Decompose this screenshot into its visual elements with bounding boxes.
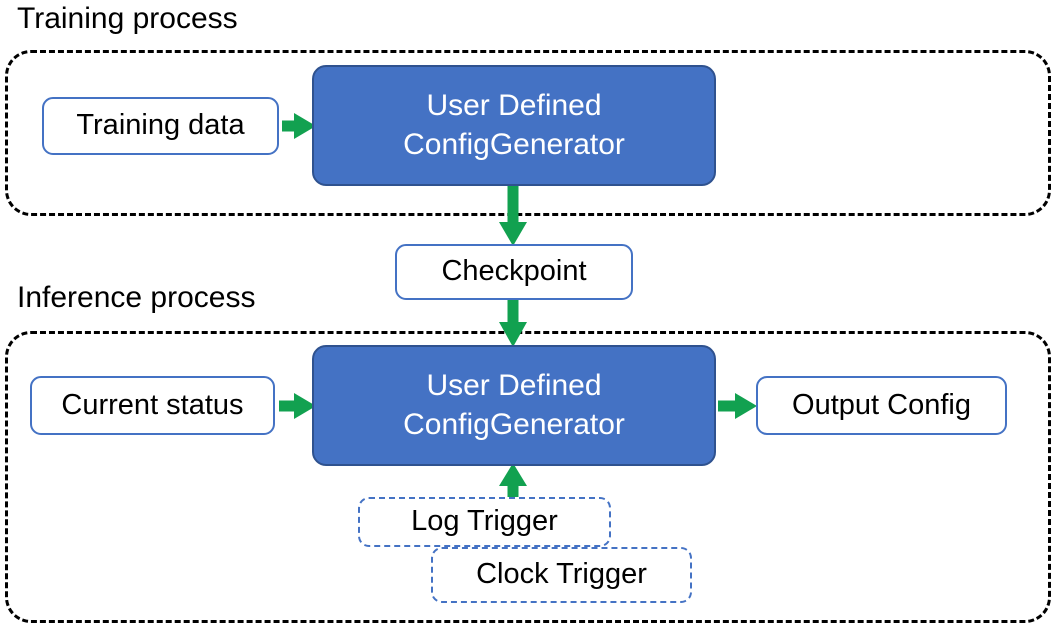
node-output-config[interactable]: Output Config — [756, 376, 1007, 435]
node-clock-trigger[interactable]: Clock Trigger — [431, 547, 692, 603]
node-label-line2: ConfigGenerator — [403, 127, 625, 161]
node-label-line1: User Defined — [426, 89, 602, 123]
training-process-heading: Training process — [17, 2, 238, 35]
node-label-line2: ConfigGenerator — [403, 407, 625, 441]
node-training-data[interactable]: Training data — [42, 97, 279, 155]
node-current-status[interactable]: Current status — [30, 376, 275, 435]
node-checkpoint[interactable]: Checkpoint — [395, 244, 633, 300]
node-user-defined-config-generator-inference[interactable]: User Defined ConfigGenerator — [312, 345, 716, 466]
training-process-container — [5, 50, 1051, 216]
inference-process-container — [5, 331, 1051, 623]
node-label-line1: User Defined — [426, 369, 602, 403]
node-log-trigger[interactable]: Log Trigger — [358, 497, 611, 547]
inference-process-heading: Inference process — [17, 281, 256, 314]
node-user-defined-config-generator-training[interactable]: User Defined ConfigGenerator — [312, 65, 716, 186]
